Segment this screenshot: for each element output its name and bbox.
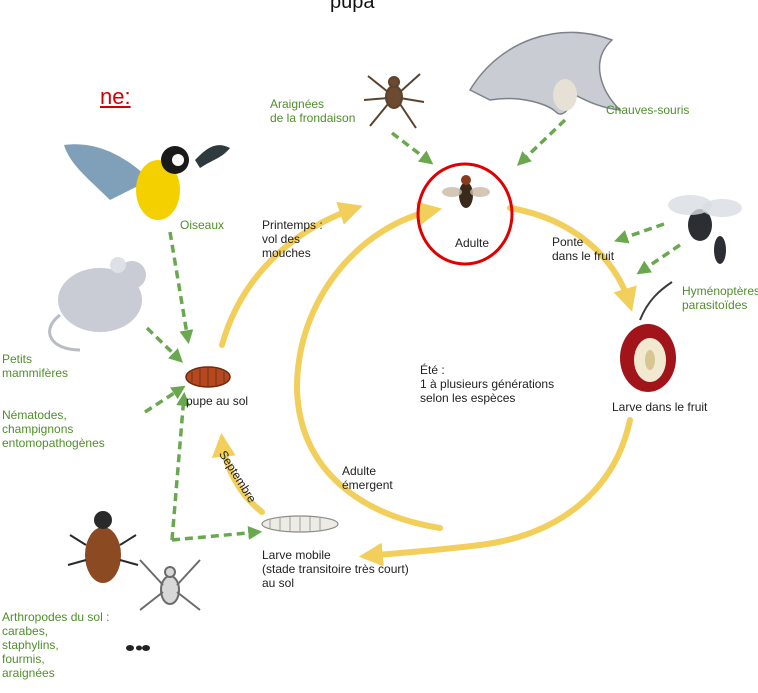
label-spring: Printemps : vol des mouches xyxy=(262,218,323,260)
arrow-spiders xyxy=(392,133,430,162)
adult-fly-icon xyxy=(442,175,490,208)
label-larva-mobile: Larve mobile (stade transitoire très cou… xyxy=(262,548,409,590)
arrow-wasps-2 xyxy=(640,245,680,272)
arrow-mammals xyxy=(147,328,180,360)
arrow-fruit-to-larva xyxy=(366,420,630,556)
arrow-wasps-1 xyxy=(618,224,664,240)
ant-icon xyxy=(126,645,150,651)
label-arthropods: Arthropodes du sol : carabes, staphylins… xyxy=(2,610,109,680)
label-mammals: Petits mammifères xyxy=(2,352,68,380)
beetle-icon xyxy=(68,511,138,583)
label-pupa: pupe au sol xyxy=(186,394,248,408)
ground-spider-icon xyxy=(140,560,200,610)
label-spiders: Araignées de la frondaison xyxy=(270,97,355,125)
arrow-bats xyxy=(520,120,565,163)
bat-icon xyxy=(470,32,620,114)
mobile-larva-icon xyxy=(262,516,338,532)
wasp-icon xyxy=(668,195,742,264)
mouse-icon xyxy=(50,257,146,350)
label-wasps: Hyménoptères parasitoïdes xyxy=(682,284,758,312)
arrow-soil-right xyxy=(172,532,258,540)
label-nematodes: Nématodes, champignons entomopathogènes xyxy=(2,408,105,450)
arrow-birds xyxy=(170,232,188,340)
arrow-soil-up xyxy=(172,396,184,540)
label-bats: Chauves-souris xyxy=(606,103,689,117)
label-summer: Été : 1 à plusieurs générations selon le… xyxy=(420,363,554,405)
label-adult: Adulte xyxy=(455,236,489,250)
pupa-icon xyxy=(186,367,230,387)
spider-icon xyxy=(364,74,424,128)
label-laying: Ponte dans le fruit xyxy=(552,235,614,263)
label-larva-fruit: Larve dans le fruit xyxy=(612,400,707,414)
arrow-nematodes xyxy=(145,388,182,412)
label-birds: Oiseaux xyxy=(180,218,224,232)
label-emergent: Adulte émergent xyxy=(342,464,393,492)
